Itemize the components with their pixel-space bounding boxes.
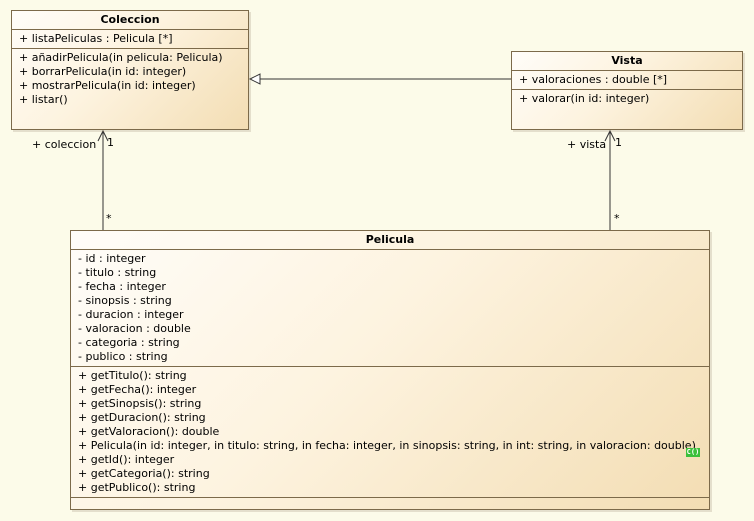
operation: + getPublico(): string (78, 481, 196, 494)
attribute: - id : integer (78, 252, 146, 265)
attribute: - fecha : integer (78, 280, 166, 293)
class-name: Coleccion (12, 11, 248, 30)
operations-section: + añadirPelicula(in pelicula: Pelicula) … (12, 49, 248, 109)
constructor-operation: + Pelicula(in id: integer, in titulo: st… (78, 439, 696, 452)
operation: + listar() (19, 93, 68, 106)
attributes-section: + listaPeliculas : Pelicula [*] (12, 30, 248, 49)
attribute: - categoria : string (78, 336, 180, 349)
operation: + getDuracion(): string (78, 411, 206, 424)
class-vista[interactable]: Vista + valoraciones : double [*] + valo… (511, 51, 743, 130)
operation: + borrarPelicula(in id: integer) (19, 65, 187, 78)
attributes-section: + valoraciones : double [*] (512, 71, 742, 90)
generalization-arrowhead (248, 73, 261, 85)
association-arrowhead-coleccion (97, 129, 109, 142)
attribute: + listaPeliculas : Pelicula [*] (19, 32, 173, 45)
attribute: - sinopsis : string (78, 294, 172, 307)
operation: + getTitulo(): string (78, 369, 187, 382)
multiplicity-label: * (106, 212, 112, 225)
multiplicity-label: 1 (107, 136, 114, 149)
attributes-section: - id : integer - titulo : string - fecha… (71, 250, 709, 367)
class-pelicula[interactable]: Pelicula - id : integer - titulo : strin… (70, 230, 710, 510)
class-name: Vista (512, 52, 742, 71)
operation: + valorar(in id: integer) (519, 92, 650, 105)
operation: + getId(): integer (78, 453, 175, 466)
class-coleccion[interactable]: Coleccion + listaPeliculas : Pelicula [*… (11, 10, 249, 130)
attribute: - titulo : string (78, 266, 157, 279)
operation: + getFecha(): integer (78, 383, 197, 396)
attribute: - publico : string (78, 350, 168, 363)
operation: + getCategoria(): string (78, 467, 210, 480)
operation: + getSinopsis(): string (78, 397, 202, 410)
multiplicity-label: * (614, 212, 620, 225)
association-arrowhead-vista (604, 129, 616, 142)
class-name: Pelicula (71, 231, 709, 250)
operation: + mostrarPelicula(in id: integer) (19, 79, 196, 92)
attribute: - duracion : integer (78, 308, 184, 321)
attribute: - valoracion : double (78, 322, 191, 335)
operation: + getValoracion(): double (78, 425, 220, 438)
operation: + añadirPelicula(in pelicula: Pelicula) (19, 51, 223, 64)
attribute: + valoraciones : double [*] (519, 73, 668, 86)
constructor-icon: C() (686, 448, 700, 457)
multiplicity-label: 1 (615, 136, 622, 149)
role-label-vista: + vista (567, 138, 607, 151)
operations-section: + getTitulo(): string + getFecha(): inte… (71, 367, 709, 498)
role-label-coleccion: + coleccion (32, 138, 97, 151)
operations-section: + valorar(in id: integer) (512, 90, 742, 108)
